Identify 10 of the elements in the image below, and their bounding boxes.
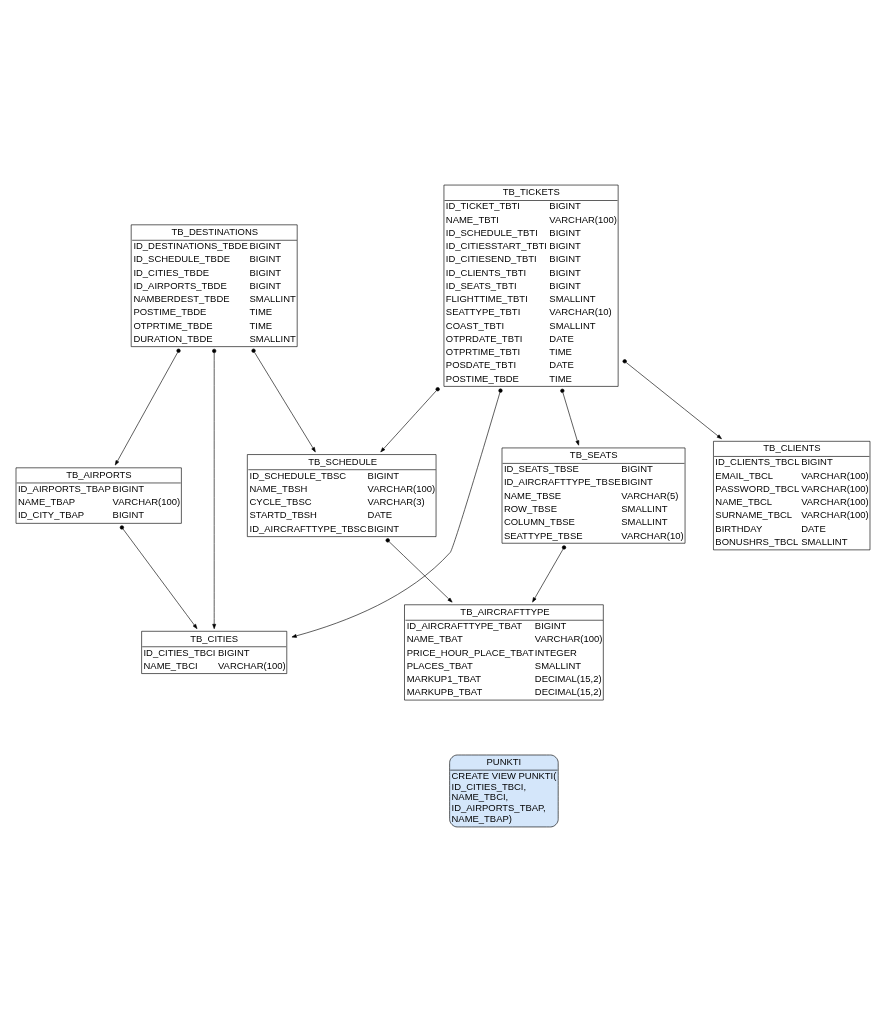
arrow bbox=[532, 545, 567, 603]
arrow bbox=[291, 388, 503, 638]
arrow bbox=[385, 538, 453, 603]
arrow bbox=[119, 525, 198, 629]
arrow bbox=[251, 348, 316, 453]
arrow bbox=[560, 388, 580, 446]
arrow bbox=[380, 387, 440, 453]
arrow bbox=[622, 359, 722, 440]
arrow bbox=[212, 348, 217, 630]
arrow bbox=[114, 348, 181, 466]
